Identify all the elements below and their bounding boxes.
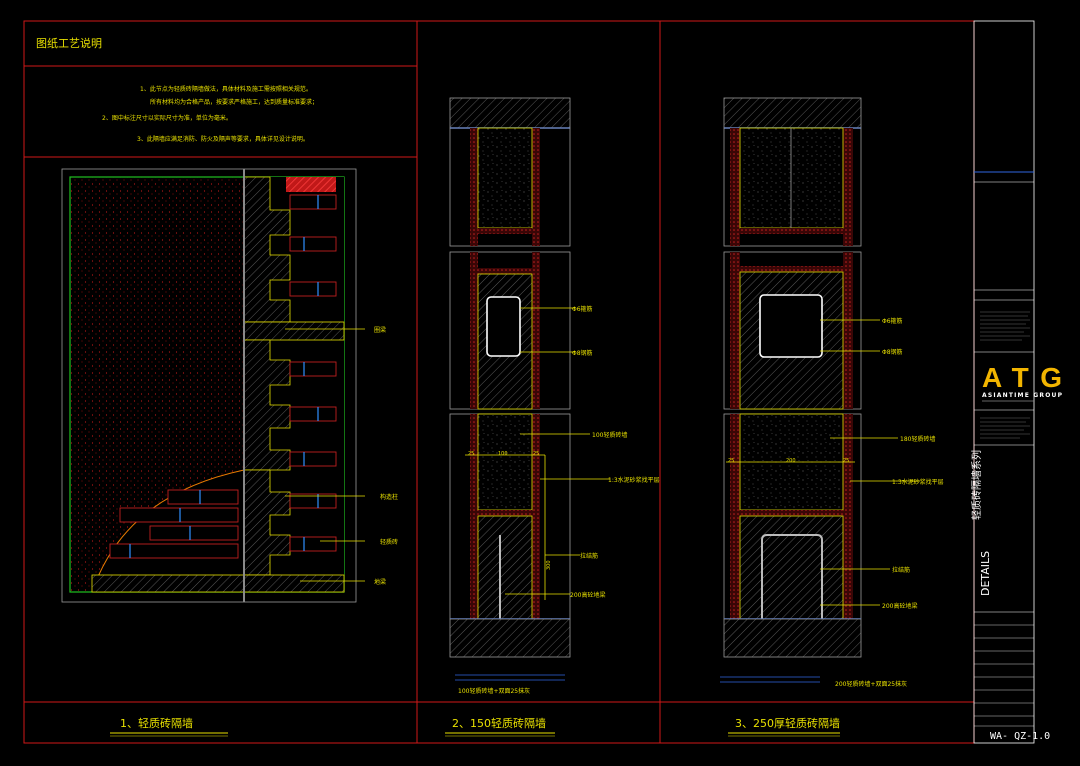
details-label: DETAILS <box>979 551 992 596</box>
panel-2-label-rebar: Φ8钢筋 <box>572 349 593 357</box>
notes-line-2: 所有材料均为合格产品，按要求严格施工，达到质量标准要求； <box>150 98 318 106</box>
drawing-number: WA- QZ-1.0 <box>990 731 1050 742</box>
notes-line-4: 3、此隔墙应满足消防、防火及隔声等要求，具体详见设计说明。 <box>137 135 309 143</box>
notes-line-1: 1、此节点为轻质砖隔墙做法，具体材料及施工需按照相关规范。 <box>140 85 312 93</box>
title-block: ATG ASIANTIME GROUP 轻质砖隔墙系列 DETAILS WA- … <box>970 20 1063 744</box>
panel-1-title: 1、轻质砖隔墙 <box>120 716 193 730</box>
panel-titles: 1、轻质砖隔墙 2、150轻质砖隔墙 3、250厚轻质砖隔墙 <box>110 716 840 737</box>
panel-2-title: 2、150轻质砖隔墙 <box>452 716 546 730</box>
brick-courses <box>109 194 337 559</box>
panel-3-title: 3、250厚轻质砖隔墙 <box>735 716 840 730</box>
panel-3-dim-left: 25 <box>728 458 734 464</box>
panel-3-dim-right: 25 <box>843 458 849 464</box>
panel-3-label-wall: 180轻质砖墙 <box>900 435 935 443</box>
notes-title: 图纸工艺说明 <box>36 36 102 50</box>
drawing-title: 轻质砖隔墙系列 <box>970 450 983 520</box>
panel-3-label-beam: 200高砼地梁 <box>882 602 917 610</box>
panel-2-label-wall: 100轻质砖墙 <box>592 431 627 439</box>
panel-1-elevation: 圈梁 构造柱 轻质砖 地梁 <box>61 168 398 603</box>
atg-logo: ATG <box>982 362 1062 393</box>
panel-1-label-column: 构造柱 <box>380 493 398 501</box>
panel-2-label-tie: 拉结筋 <box>580 552 598 560</box>
notes-block: 图纸工艺说明 1、此节点为轻质砖隔墙做法，具体材料及施工需按照相关规范。 所有材… <box>36 36 318 143</box>
panel-1-label-ground-beam: 地梁 <box>374 578 386 586</box>
panel-2-dim-core: 100 <box>498 451 508 457</box>
panel-2-section: Φ6箍筋 Φ8钢筋 100轻质砖墙 1:3水泥砂浆找平层 拉结筋 200高砼地梁… <box>449 97 660 695</box>
panel-2-caption: 100轻质砖墙+双面25抹灰 <box>458 687 530 695</box>
atg-logo-sub: ASIANTIME GROUP <box>982 392 1063 399</box>
panel-3-dim-core: 200 <box>786 458 796 464</box>
panel-2-label-stirrup: Φ6箍筋 <box>572 305 593 313</box>
panel-2-label-beam: 200高砼地梁 <box>570 591 605 599</box>
panel-2-label-mortar: 1:3水泥砂浆找平层 <box>608 476 660 484</box>
panel-3-caption: 200轻质砖墙+双面25抹灰 <box>835 680 907 688</box>
panel-3-label-tie: 拉结筋 <box>892 566 910 574</box>
panel-3-section: Φ6箍筋 Φ8钢筋 180轻质砖墙 1:3水泥砂浆找平层 拉结筋 200高砼地梁… <box>720 97 944 688</box>
panel-2-dim-right: 25 <box>533 451 539 457</box>
panel-1-label-ring-beam: 圈梁 <box>374 326 386 334</box>
panel-3-label-rebar: Φ8钢筋 <box>882 348 903 356</box>
panel-3-label-stirrup: Φ6箍筋 <box>882 317 903 325</box>
panel-2-dim-left: 25 <box>468 451 474 457</box>
panel-2-dim-height: 300 <box>546 560 552 570</box>
notes-line-3: 2、图中标注尺寸以实际尺寸为准，单位为毫米。 <box>102 114 232 122</box>
panel-1-label-brick: 轻质砖 <box>380 538 398 546</box>
panel-3-label-mortar: 1:3水泥砂浆找平层 <box>892 478 944 486</box>
